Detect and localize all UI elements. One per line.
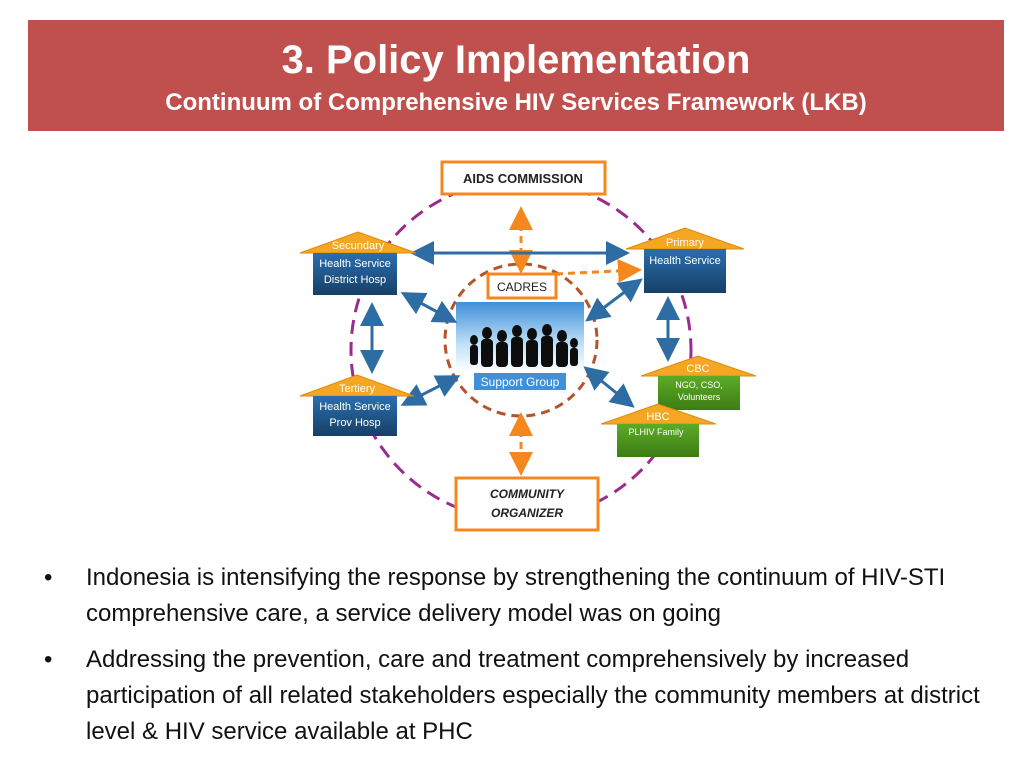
community-label-1: COMMUNITY — [490, 487, 565, 501]
tertiery-house: Tertiery Health Service Prov Hosp — [299, 374, 415, 436]
cbc-line1: NGO, CSO, — [675, 380, 723, 390]
people-silhouettes-icon — [470, 324, 578, 367]
secundary-roof-label: Secundary — [332, 240, 385, 252]
cadres-label: CADRES — [497, 280, 547, 294]
bullet-text: Indonesia is intensifying the response b… — [86, 564, 946, 627]
slide-title: 3. Policy Implementation — [281, 38, 751, 82]
bullet-list: • Indonesia is intensifying the response… — [44, 560, 1004, 760]
tertiery-line1: Health Service — [319, 401, 391, 413]
tertiery-line2: Prov Hosp — [329, 417, 380, 429]
secundary-house: Secundary Health Service District Hosp — [299, 231, 417, 295]
arrow-cadres-primary — [555, 258, 642, 283]
slide-subtitle: Continuum of Comprehensive HIV Services … — [165, 89, 867, 116]
cbc-line2: Volunteers — [678, 392, 721, 402]
hbc-roof-label: HBC — [646, 411, 669, 423]
primary-house: Primary Health Service — [625, 227, 745, 293]
bullet-item: • Addressing the prevention, care and tr… — [44, 642, 1004, 750]
tertiery-roof-label: Tertiery — [339, 383, 376, 395]
bullet-dot: • — [44, 564, 53, 591]
hbc-house: HBC PLHIV Family — [600, 403, 717, 457]
aids-commission-label: AIDS COMMISSION — [463, 171, 583, 186]
cbc-roof-label: CBC — [686, 363, 709, 375]
title-banner: 3. Policy Implementation Continuum of Co… — [28, 20, 1004, 131]
support-group-label: Support Group — [481, 375, 560, 389]
cbc-house: CBC NGO, CSO, Volunteers — [640, 355, 757, 410]
bullet-item: • Indonesia is intensifying the response… — [44, 560, 1004, 632]
primary-line1: Health Service — [649, 255, 721, 267]
bullet-text: Addressing the prevention, care and trea… — [86, 646, 980, 745]
secundary-line1: Health Service — [319, 258, 391, 270]
arrow-secundary-center — [400, 292, 458, 323]
arrow-tertiery-center — [400, 375, 461, 406]
hbc-line1: PLHIV Family — [628, 427, 684, 437]
secundary-line2: District Hosp — [324, 274, 386, 286]
primary-roof-label: Primary — [666, 237, 704, 249]
arrow-hbc-center — [583, 366, 635, 408]
support-group-image: Support Group — [456, 302, 584, 390]
aids-commission-box: AIDS COMMISSION — [440, 160, 607, 196]
community-label-2: ORGANIZER — [491, 506, 563, 520]
cadres-box: CADRES — [486, 272, 558, 300]
community-organizer-box: COMMUNITY ORGANIZER — [454, 476, 600, 532]
arrow-primary-center — [585, 278, 643, 322]
bullet-dot: • — [44, 646, 53, 673]
